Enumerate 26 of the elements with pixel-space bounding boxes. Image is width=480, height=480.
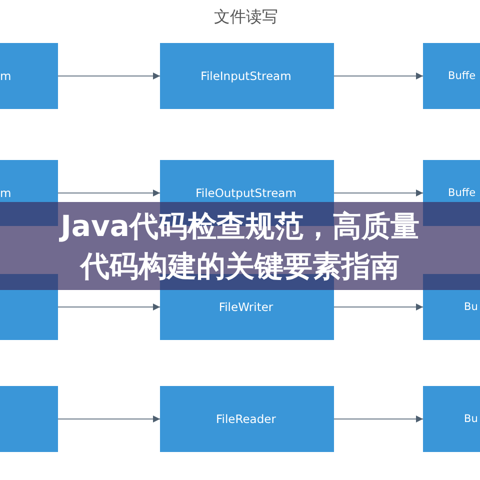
- arrow: [334, 72, 424, 80]
- arrow: [58, 416, 160, 422]
- process-box: [160, 386, 334, 452]
- arrow: [58, 190, 160, 196]
- diagram-title: 文件读写: [213, 6, 279, 28]
- process-box: [0, 43, 58, 109]
- box-label: FileReader: [216, 412, 277, 426]
- box-label: FileInputStream: [200, 69, 292, 83]
- box-label: Buffe: [448, 70, 477, 82]
- arrow: [334, 190, 424, 196]
- arrow: [58, 72, 160, 80]
- process-box: [423, 386, 480, 452]
- box-label: Bu: [464, 413, 479, 425]
- box-label: m: [0, 69, 12, 83]
- box-label: FileOutputStream: [196, 186, 298, 200]
- arrow: [58, 304, 160, 310]
- box-label: FileWriter: [218, 300, 274, 314]
- box-label: Buffe: [448, 187, 477, 199]
- process-box: [423, 43, 480, 109]
- process-box: [160, 43, 334, 109]
- arrow: [334, 304, 424, 310]
- box-label: Bu: [464, 301, 479, 313]
- box-label: m: [0, 186, 12, 200]
- arrow: [334, 416, 424, 422]
- title-banner: Java代码检查规范，高质量代码构建的关键要素指南: [0, 202, 480, 290]
- process-box: [0, 386, 58, 452]
